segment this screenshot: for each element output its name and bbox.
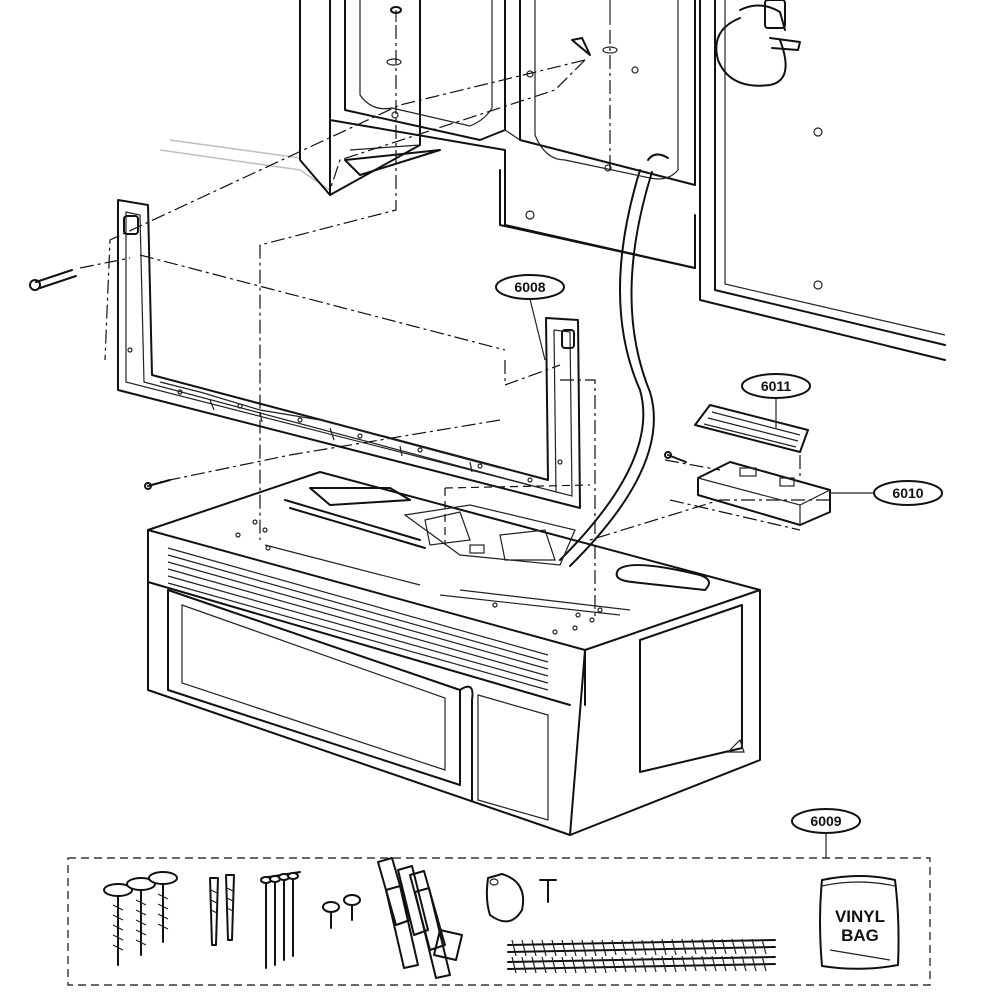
wall-screw — [29, 269, 77, 291]
callout-6009: 6009 — [791, 808, 861, 858]
callout-6010: 6010 — [830, 480, 943, 506]
junction-box — [664, 451, 831, 526]
callout-label-box: 6010 — [892, 485, 923, 501]
toggle-bolts — [260, 871, 301, 969]
callout-6008: 6008 — [495, 274, 565, 361]
cable-clamp — [485, 873, 557, 923]
microwave-oven — [147, 471, 761, 836]
callout-label-hardware: 6009 — [810, 813, 841, 829]
vinyl-bag: VINYL BAG — [819, 875, 900, 970]
small-machine-screws — [322, 894, 361, 929]
alignment-lines — [79, 25, 830, 620]
upper-cabinets — [159, 0, 946, 361]
vent-grille — [167, 547, 549, 691]
hardware-kit: VINYL BAG — [67, 857, 931, 986]
small-screw — [144, 479, 171, 490]
wood-screws — [209, 874, 235, 946]
spring-coils — [507, 938, 776, 974]
callout-6011: 6011 — [741, 373, 811, 428]
power-cord — [559, 153, 669, 567]
wing-toggles — [377, 857, 463, 979]
cabinet-screws — [103, 871, 178, 966]
callout-label-bracket: 6008 — [514, 279, 545, 295]
callout-label-cover: 6011 — [761, 378, 792, 394]
cover-plate — [694, 404, 809, 453]
mounting-bracket — [117, 199, 581, 509]
vinyl-bag-label-line2: BAG — [841, 926, 879, 945]
vinyl-bag-label-line1: VINYL — [835, 907, 885, 926]
